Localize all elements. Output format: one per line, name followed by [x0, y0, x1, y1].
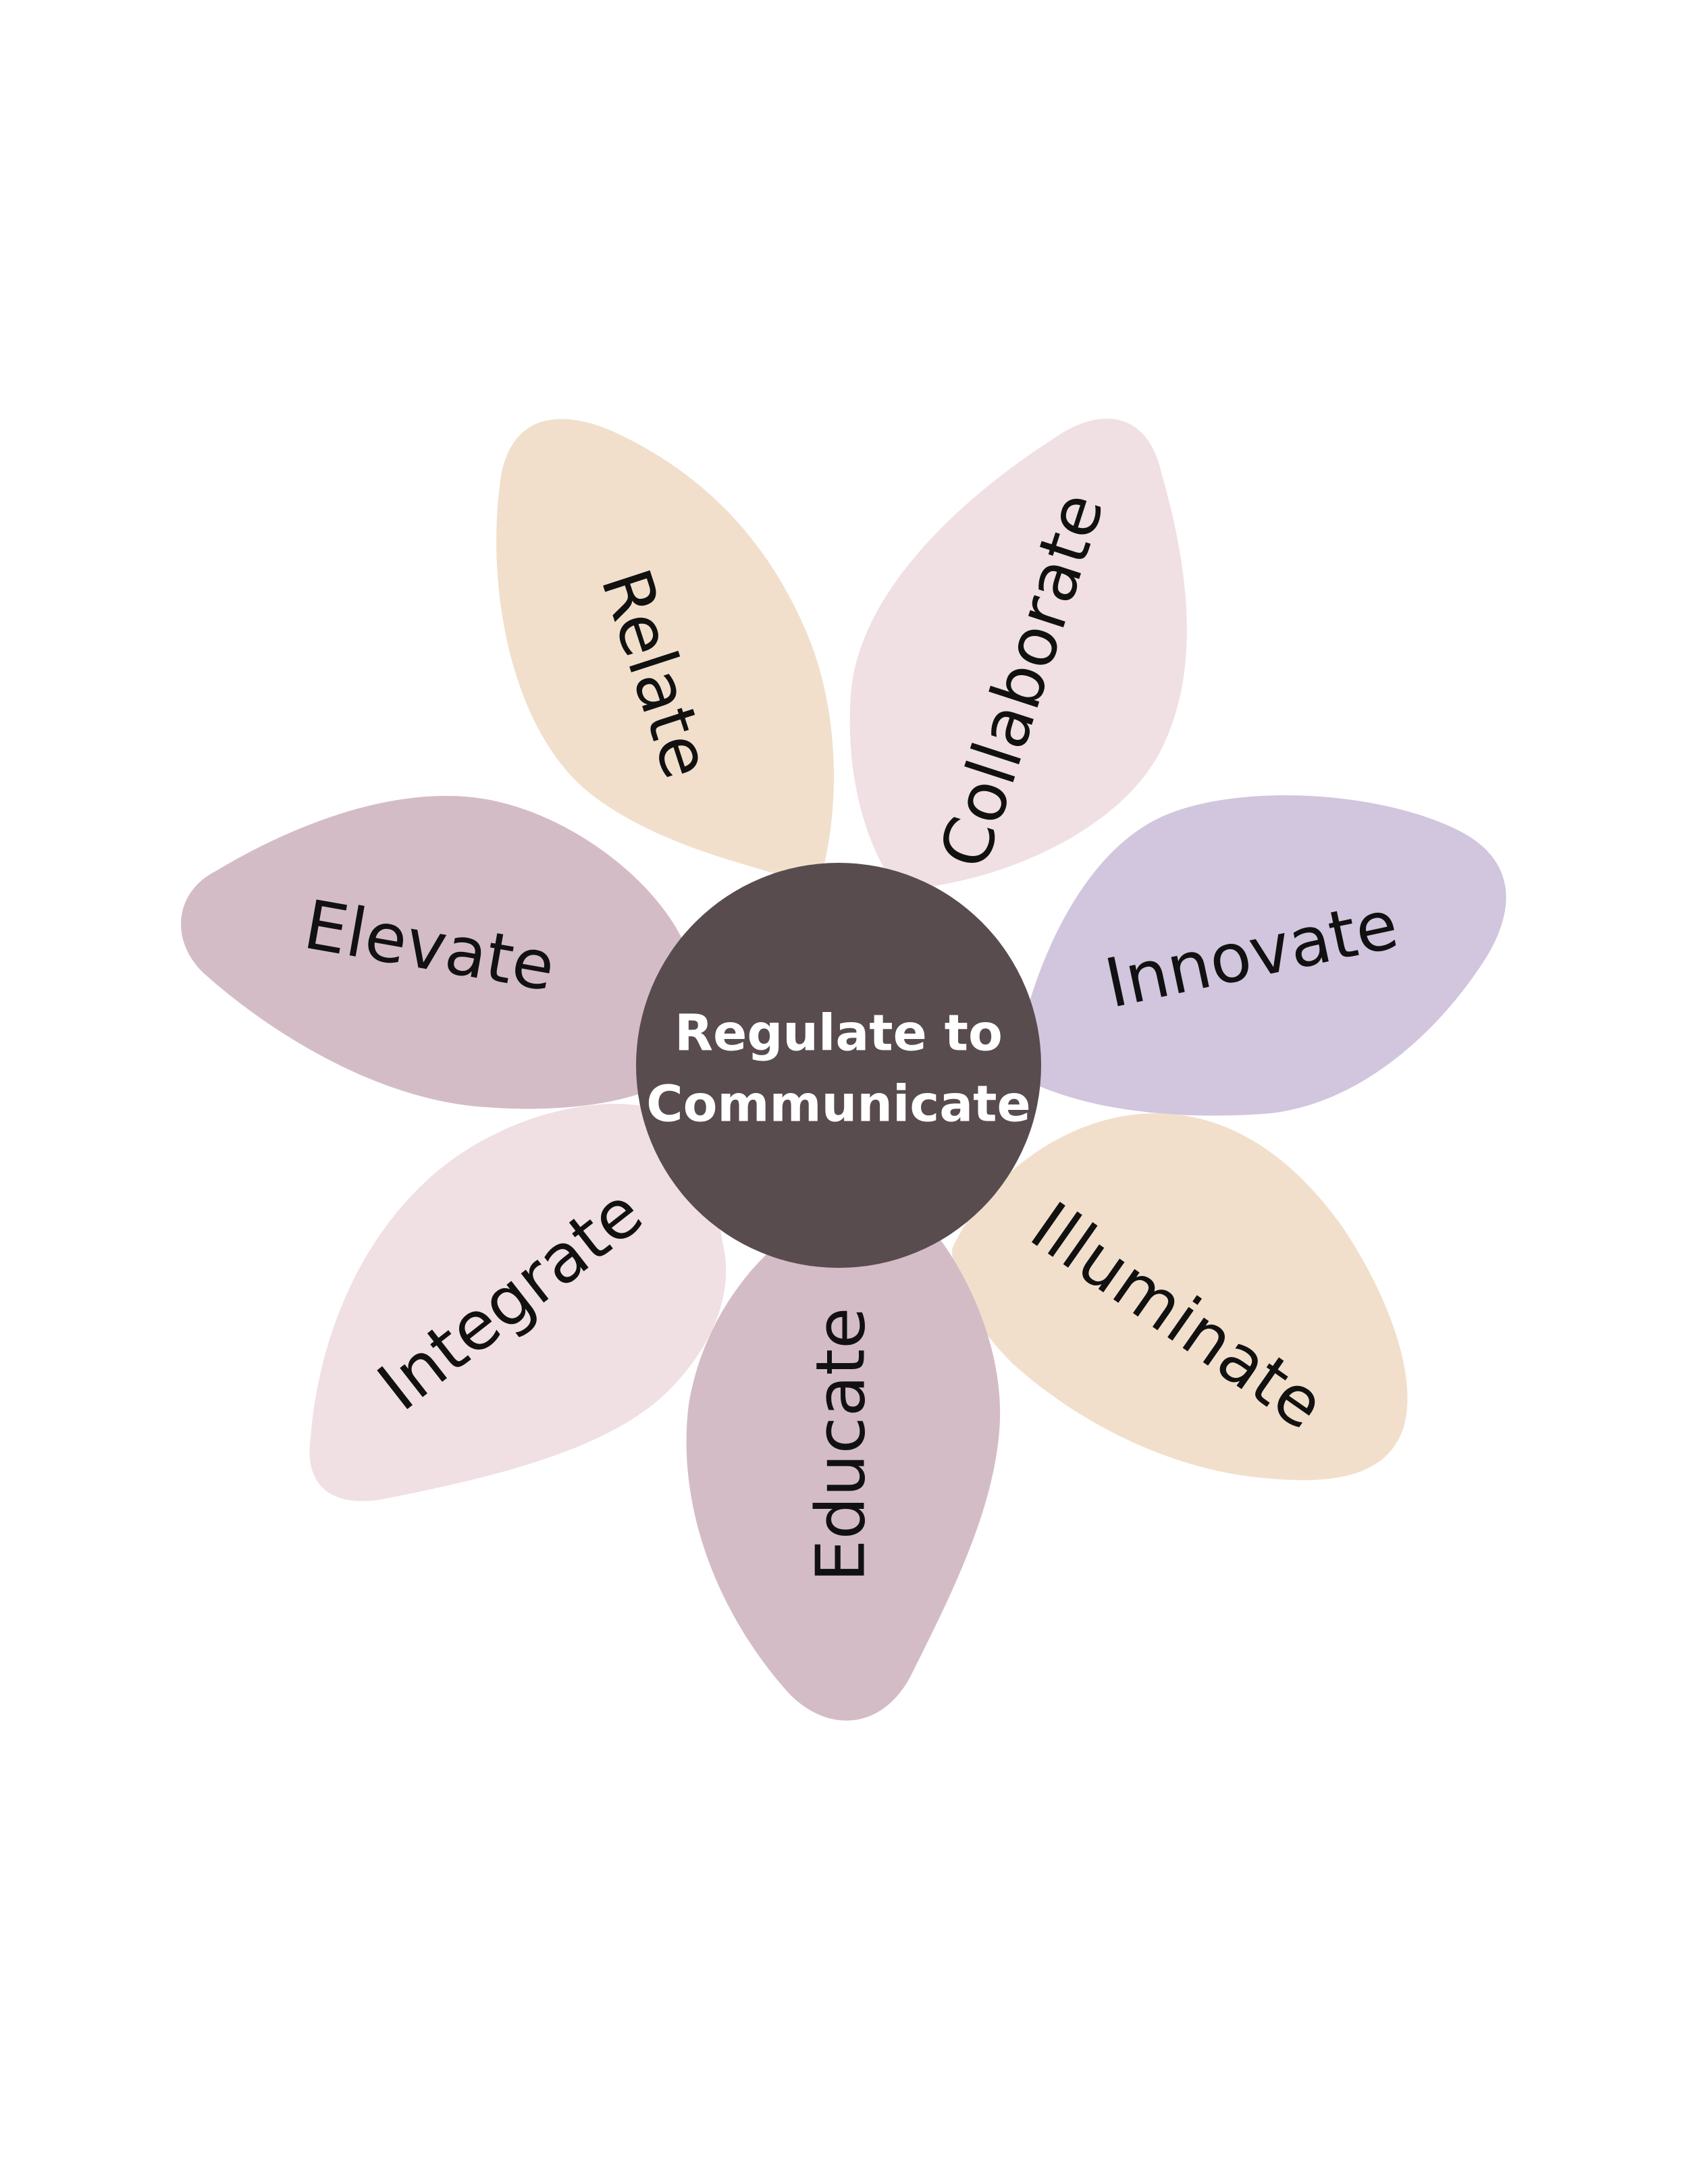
petal-educate: Educate	[686, 1213, 1001, 1721]
petal-innovate: Innovate	[1013, 795, 1506, 1116]
petal-shape-relate	[496, 419, 834, 890]
petal-shape-integrate	[309, 1104, 727, 1501]
petal-label-educate: Educate	[801, 1307, 880, 1582]
center-label-line1: Regulate to	[675, 1005, 1003, 1063]
center-circle	[636, 863, 1041, 1268]
petal-shape-collaborate	[849, 419, 1187, 890]
petal-shape-educate	[686, 1213, 1001, 1721]
petal-collaborate: Collaborate	[849, 419, 1187, 890]
flower-center: Regulate to Communicate	[636, 863, 1041, 1268]
petal-shape-elevate	[180, 795, 710, 1109]
petal-illuminate: Illuminate	[952, 1113, 1408, 1481]
petal-shape-innovate	[1013, 795, 1506, 1116]
center-label-line2: Communicate	[646, 1075, 1030, 1134]
petal-relate: Relate	[496, 419, 834, 890]
petal-elevate: Elevate	[180, 795, 710, 1109]
petal-integrate: Integrate	[309, 1104, 727, 1501]
petal-shape-illuminate	[952, 1113, 1408, 1481]
